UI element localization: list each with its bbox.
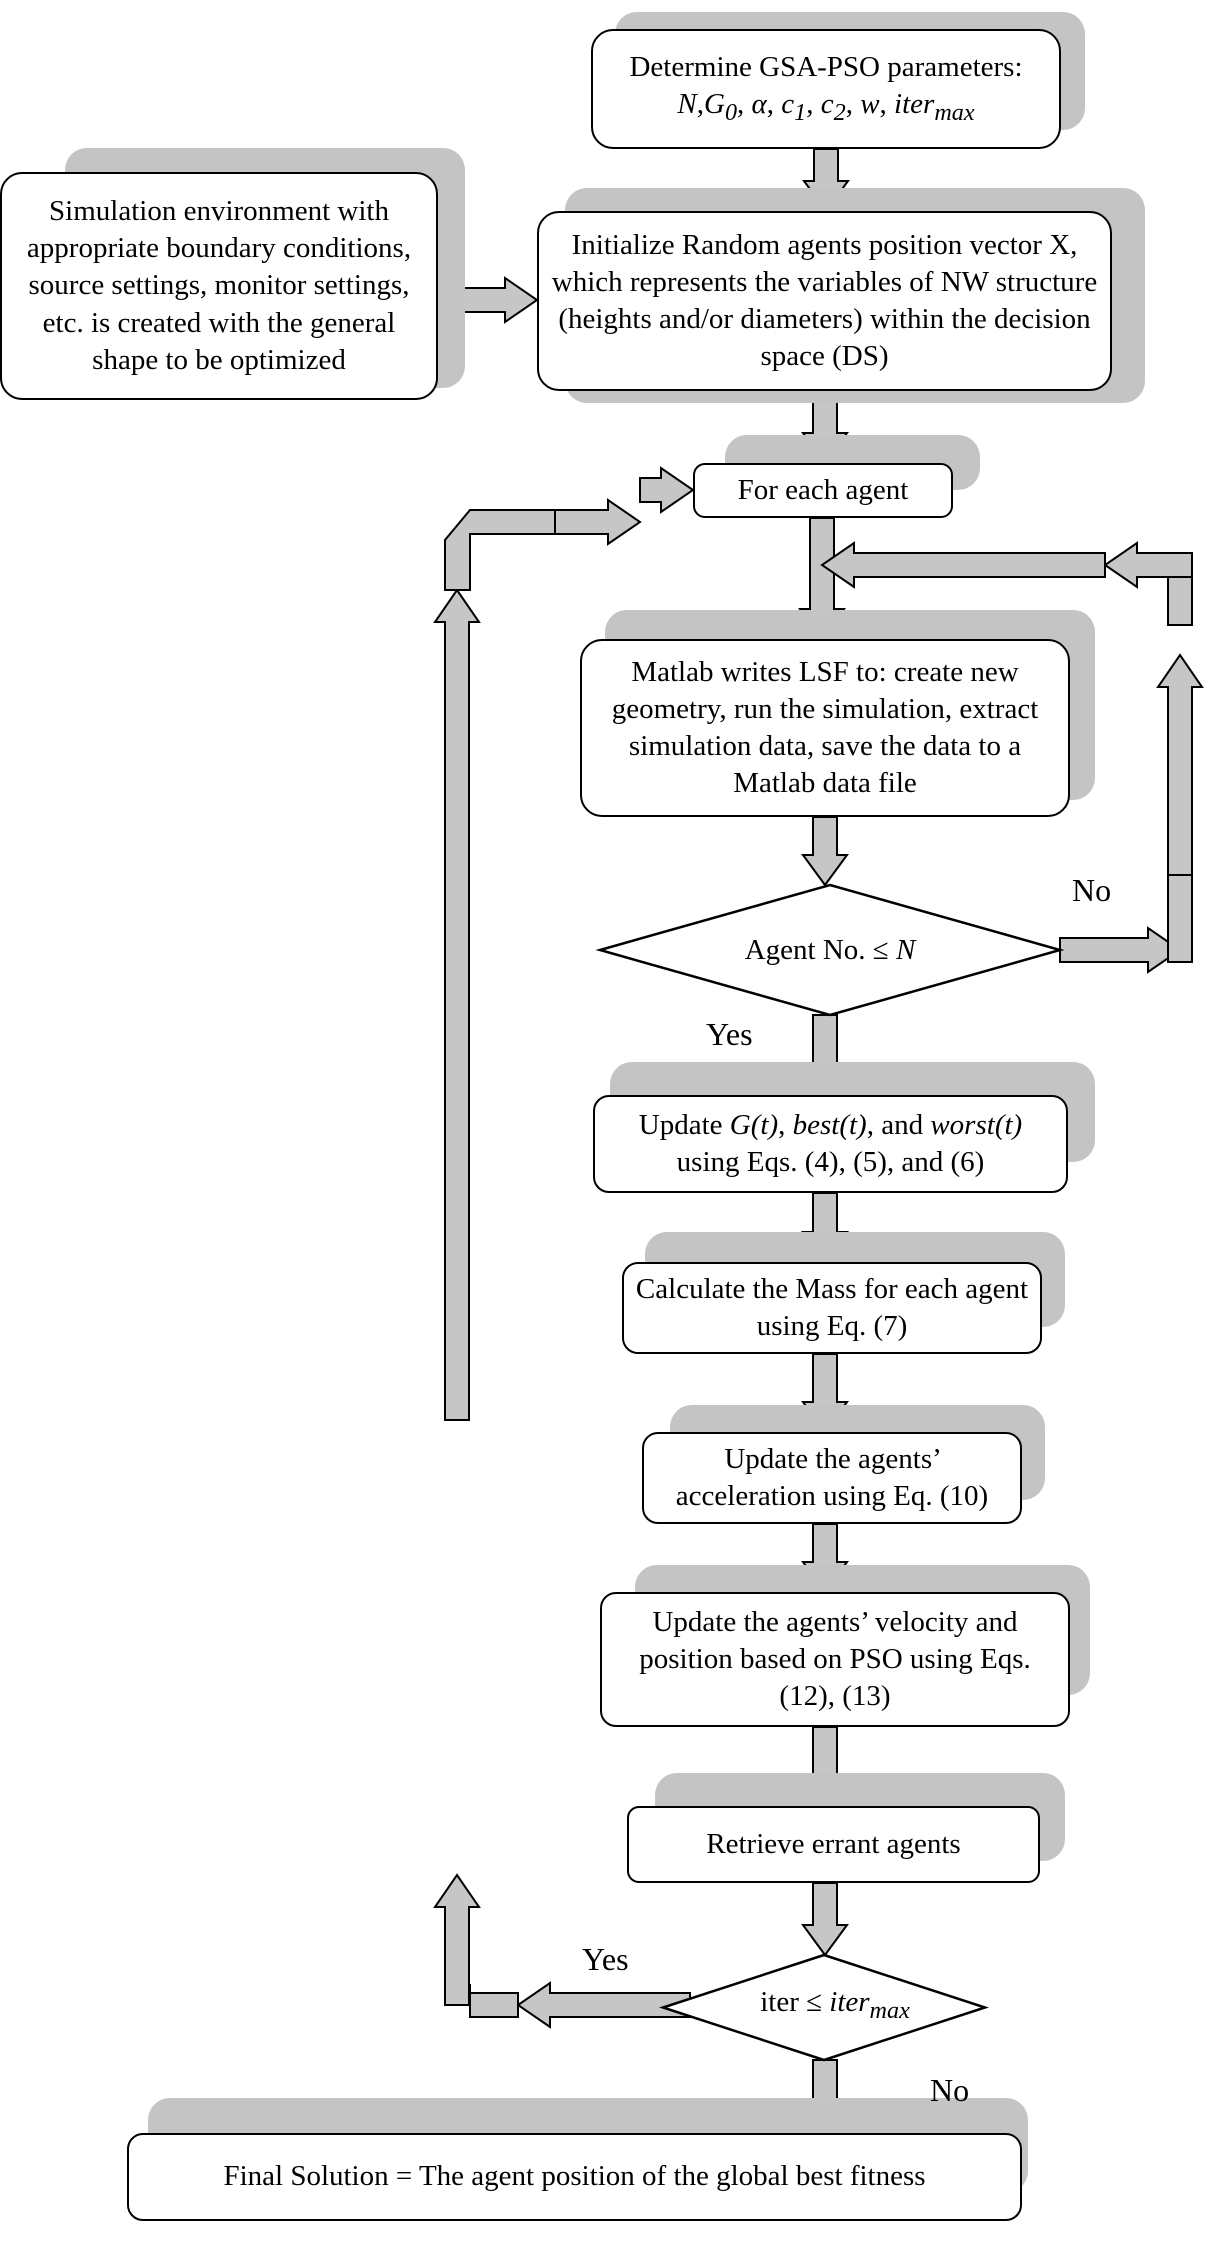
arrow-yes-iter-to-mid — [554, 498, 642, 546]
agent-check-label: Agent No. ≤ N — [744, 933, 916, 966]
update-g-line1: Update G(t), best(t), and worst(t) — [638, 1108, 1023, 1141]
arrow-matlab-to-agentcheck — [801, 816, 849, 887]
init-box: Initialize Random agents position vector… — [537, 211, 1112, 391]
arrow-yes-iter-up-low — [433, 1873, 481, 2006]
velocity-box: Update the agents’ velocity and position… — [600, 1592, 1070, 1727]
arrow-no-agent-back — [820, 541, 1106, 589]
matlab-box: Matlab writes LSF to: create new geometr… — [580, 639, 1070, 817]
arrow-no-agent-riser — [1167, 874, 1193, 963]
iter-check-label: iter ≤ itermax — [760, 1985, 910, 2024]
arrow-no-agent-out — [1059, 926, 1182, 974]
no-label-iter: No — [930, 2072, 970, 2108]
arrow-yes-iter-corner — [444, 509, 556, 591]
arrow-retrieve-to-itercheck — [801, 1882, 849, 1957]
for-each-box: For each agent — [693, 463, 953, 518]
arrow-yes-iter-out — [516, 1981, 691, 2029]
params-box: Determine GSA-PSO parameters: N,G0, α, c… — [591, 29, 1061, 149]
params-list: N,G0, α, c1, c2, w, itermax — [677, 88, 975, 126]
arrow-no-agent-bend — [1103, 541, 1193, 589]
final-box: Final Solution = The agent position of t… — [127, 2133, 1022, 2221]
accel-box: Update the agents’ acceleration using Eq… — [642, 1432, 1022, 1524]
sim-env-box: Simulation environment with appropriate … — [0, 172, 438, 400]
yes-label-agent: Yes — [706, 1016, 753, 1052]
arrow-yes-iter-elbow — [469, 1992, 519, 2018]
arrow-yes-iter-to-foreach — [639, 466, 695, 514]
update-g-box: Update G(t), best(t), and worst(t) using… — [593, 1095, 1068, 1193]
arrow-no-agent-up — [1156, 653, 1204, 876]
arrow-yes-iter-up-high — [433, 588, 481, 1421]
params-title: Determine GSA-PSO parameters: — [629, 51, 1023, 84]
retrieve-box: Retrieve errant agents — [627, 1806, 1040, 1883]
iter-check-diamond — [658, 1953, 990, 2062]
mass-box: Calculate the Mass for each agent using … — [622, 1262, 1042, 1354]
yes-label-iter: Yes — [582, 1941, 629, 1977]
agent-check-diamond — [595, 883, 1065, 1017]
no-label-agent: No — [1072, 872, 1112, 908]
